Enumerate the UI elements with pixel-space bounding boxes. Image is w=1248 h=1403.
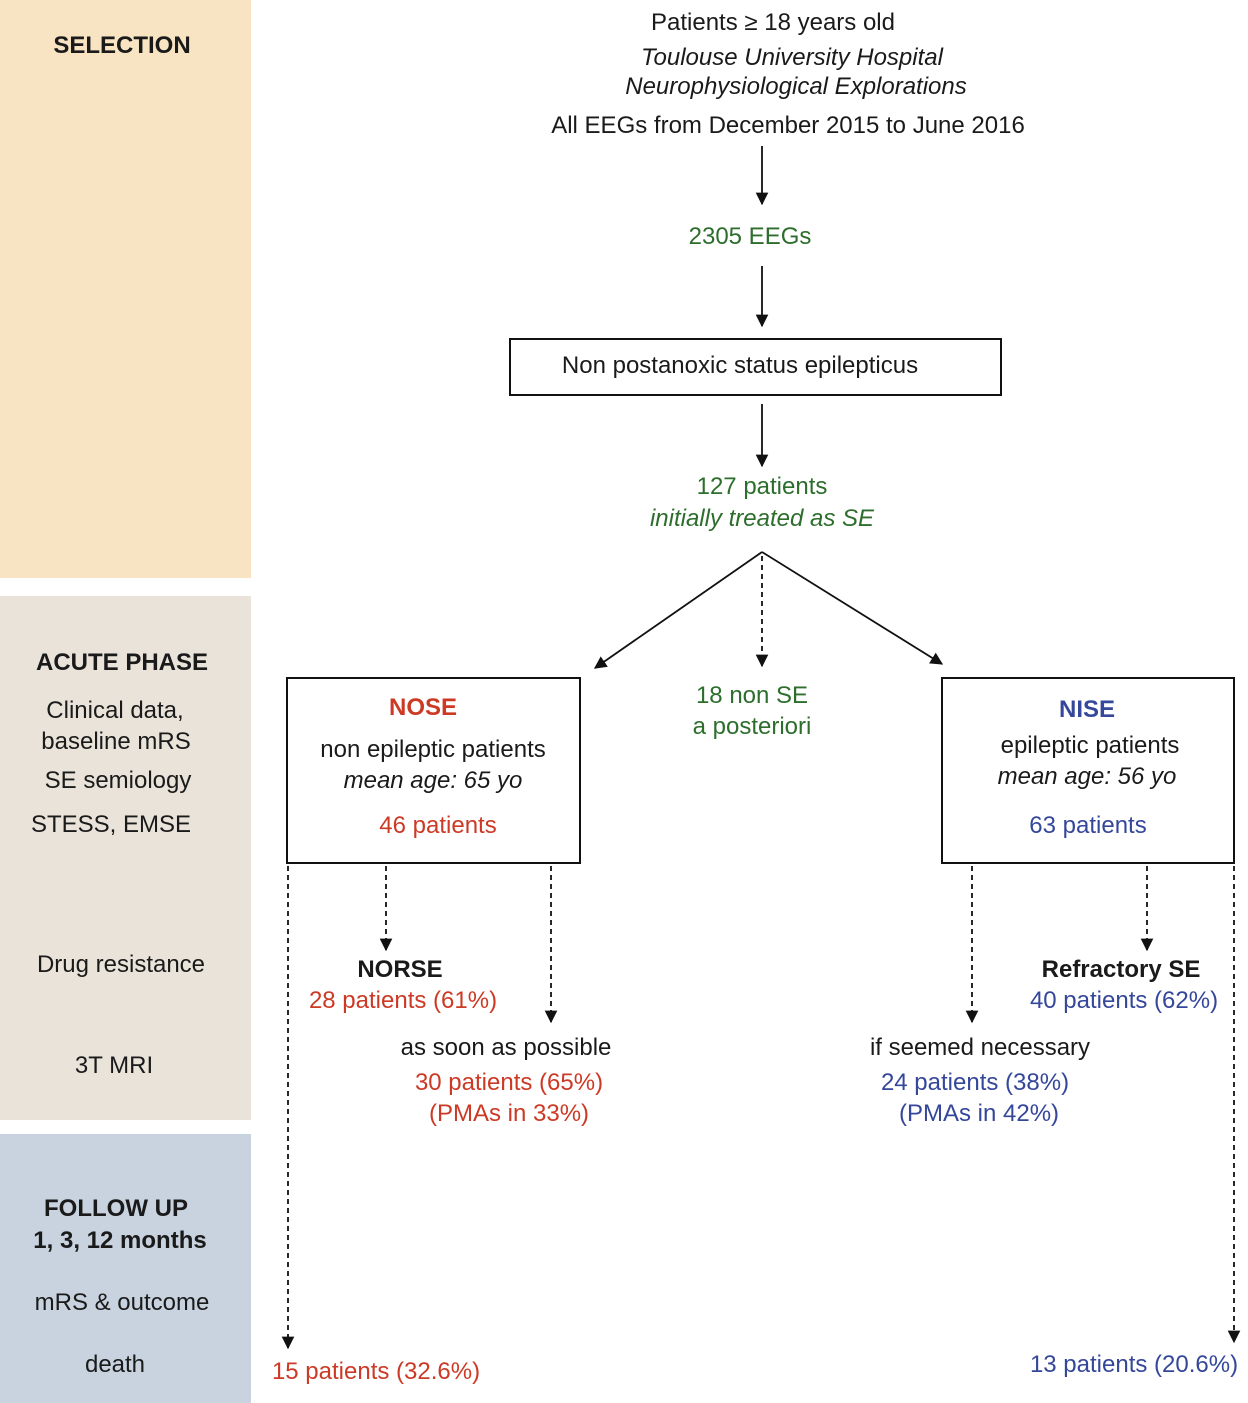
follow-up-band	[0, 1134, 251, 1403]
main-box-label: Non postanoxic status epilepticus	[561, 352, 919, 379]
nise-death-count: 13 patients (20.6%)	[1029, 1351, 1239, 1378]
acute-item-stess-emse: STESS, EMSE	[30, 811, 192, 838]
refractory-se-count: 40 patients (62%)	[1029, 987, 1219, 1014]
selection-band	[0, 0, 251, 578]
acute-item-drug-resistance: Drug resistance	[36, 951, 206, 978]
nise-count: 63 patients	[1029, 812, 1147, 839]
nose-mri-pma: (PMAs in 33%)	[428, 1100, 590, 1127]
follow-up-item-death: death	[84, 1351, 146, 1378]
top-patients-age: Patients ≥ 18 years old	[651, 9, 895, 36]
nise-mean-age: mean age: 56 yo	[997, 763, 1177, 790]
acute-item-3t-mri: 3T MRI	[74, 1052, 154, 1079]
top-eeg-period: All EEGs from December 2015 to June 2016	[551, 112, 1025, 139]
nise-mri-count: 24 patients (38%)	[880, 1069, 1070, 1096]
follow-up-months: 1, 3, 12 months	[33, 1227, 207, 1254]
nose-mri-count: 30 patients (65%)	[414, 1069, 604, 1096]
nose-description: non epileptic patients	[320, 736, 546, 763]
treated-note: initially treated as SE	[649, 505, 875, 532]
selection-title: SELECTION	[53, 32, 191, 59]
top-department: Neurophysiological Explorations	[625, 73, 967, 100]
norse-count: 28 patients (61%)	[308, 987, 498, 1014]
eegs-count: 2305 EEGs	[688, 223, 812, 250]
nose-title: NOSE	[388, 694, 458, 721]
nise-box	[941, 677, 1235, 864]
main-box: Non postanoxic status epilepticus	[509, 338, 1002, 396]
top-hospital: Toulouse University Hospital	[641, 44, 943, 71]
nose-death-count: 15 patients (32.6%)	[271, 1358, 481, 1385]
non-se-count: 18 non SE	[695, 682, 809, 709]
treated-count: 127 patients	[696, 473, 828, 500]
nise-mri-pma: (PMAs in 42%)	[898, 1100, 1060, 1127]
nise-description: epileptic patients	[1000, 732, 1180, 759]
follow-up-item-mrs-outcome: mRS & outcome	[34, 1289, 210, 1316]
follow-up-title: FOLLOW UP	[44, 1195, 188, 1222]
refractory-se-title: Refractory SE	[1041, 956, 1201, 983]
acute-phase-title: ACUTE PHASE	[35, 649, 209, 676]
arrow-to-nose	[593, 551, 763, 669]
nise-title: NISE	[1058, 696, 1116, 723]
nise-mri-label: if seemed necessary	[869, 1034, 1091, 1061]
acute-item-se-semiology: SE semiology	[44, 767, 192, 794]
nose-box	[286, 677, 581, 864]
norse-title: NORSE	[357, 956, 443, 983]
nose-mean-age: mean age: 65 yo	[343, 767, 523, 794]
acute-item-baseline-mrs: baseline mRS	[41, 728, 191, 755]
non-se-note: a posteriori	[692, 713, 812, 740]
arrow-to-nise	[761, 551, 944, 665]
acute-phase-band	[0, 596, 251, 1120]
nose-count: 46 patients	[379, 812, 497, 839]
acute-item-clinical-data: Clinical data,	[46, 697, 184, 724]
nose-mri-label: as soon as possible	[400, 1034, 612, 1061]
